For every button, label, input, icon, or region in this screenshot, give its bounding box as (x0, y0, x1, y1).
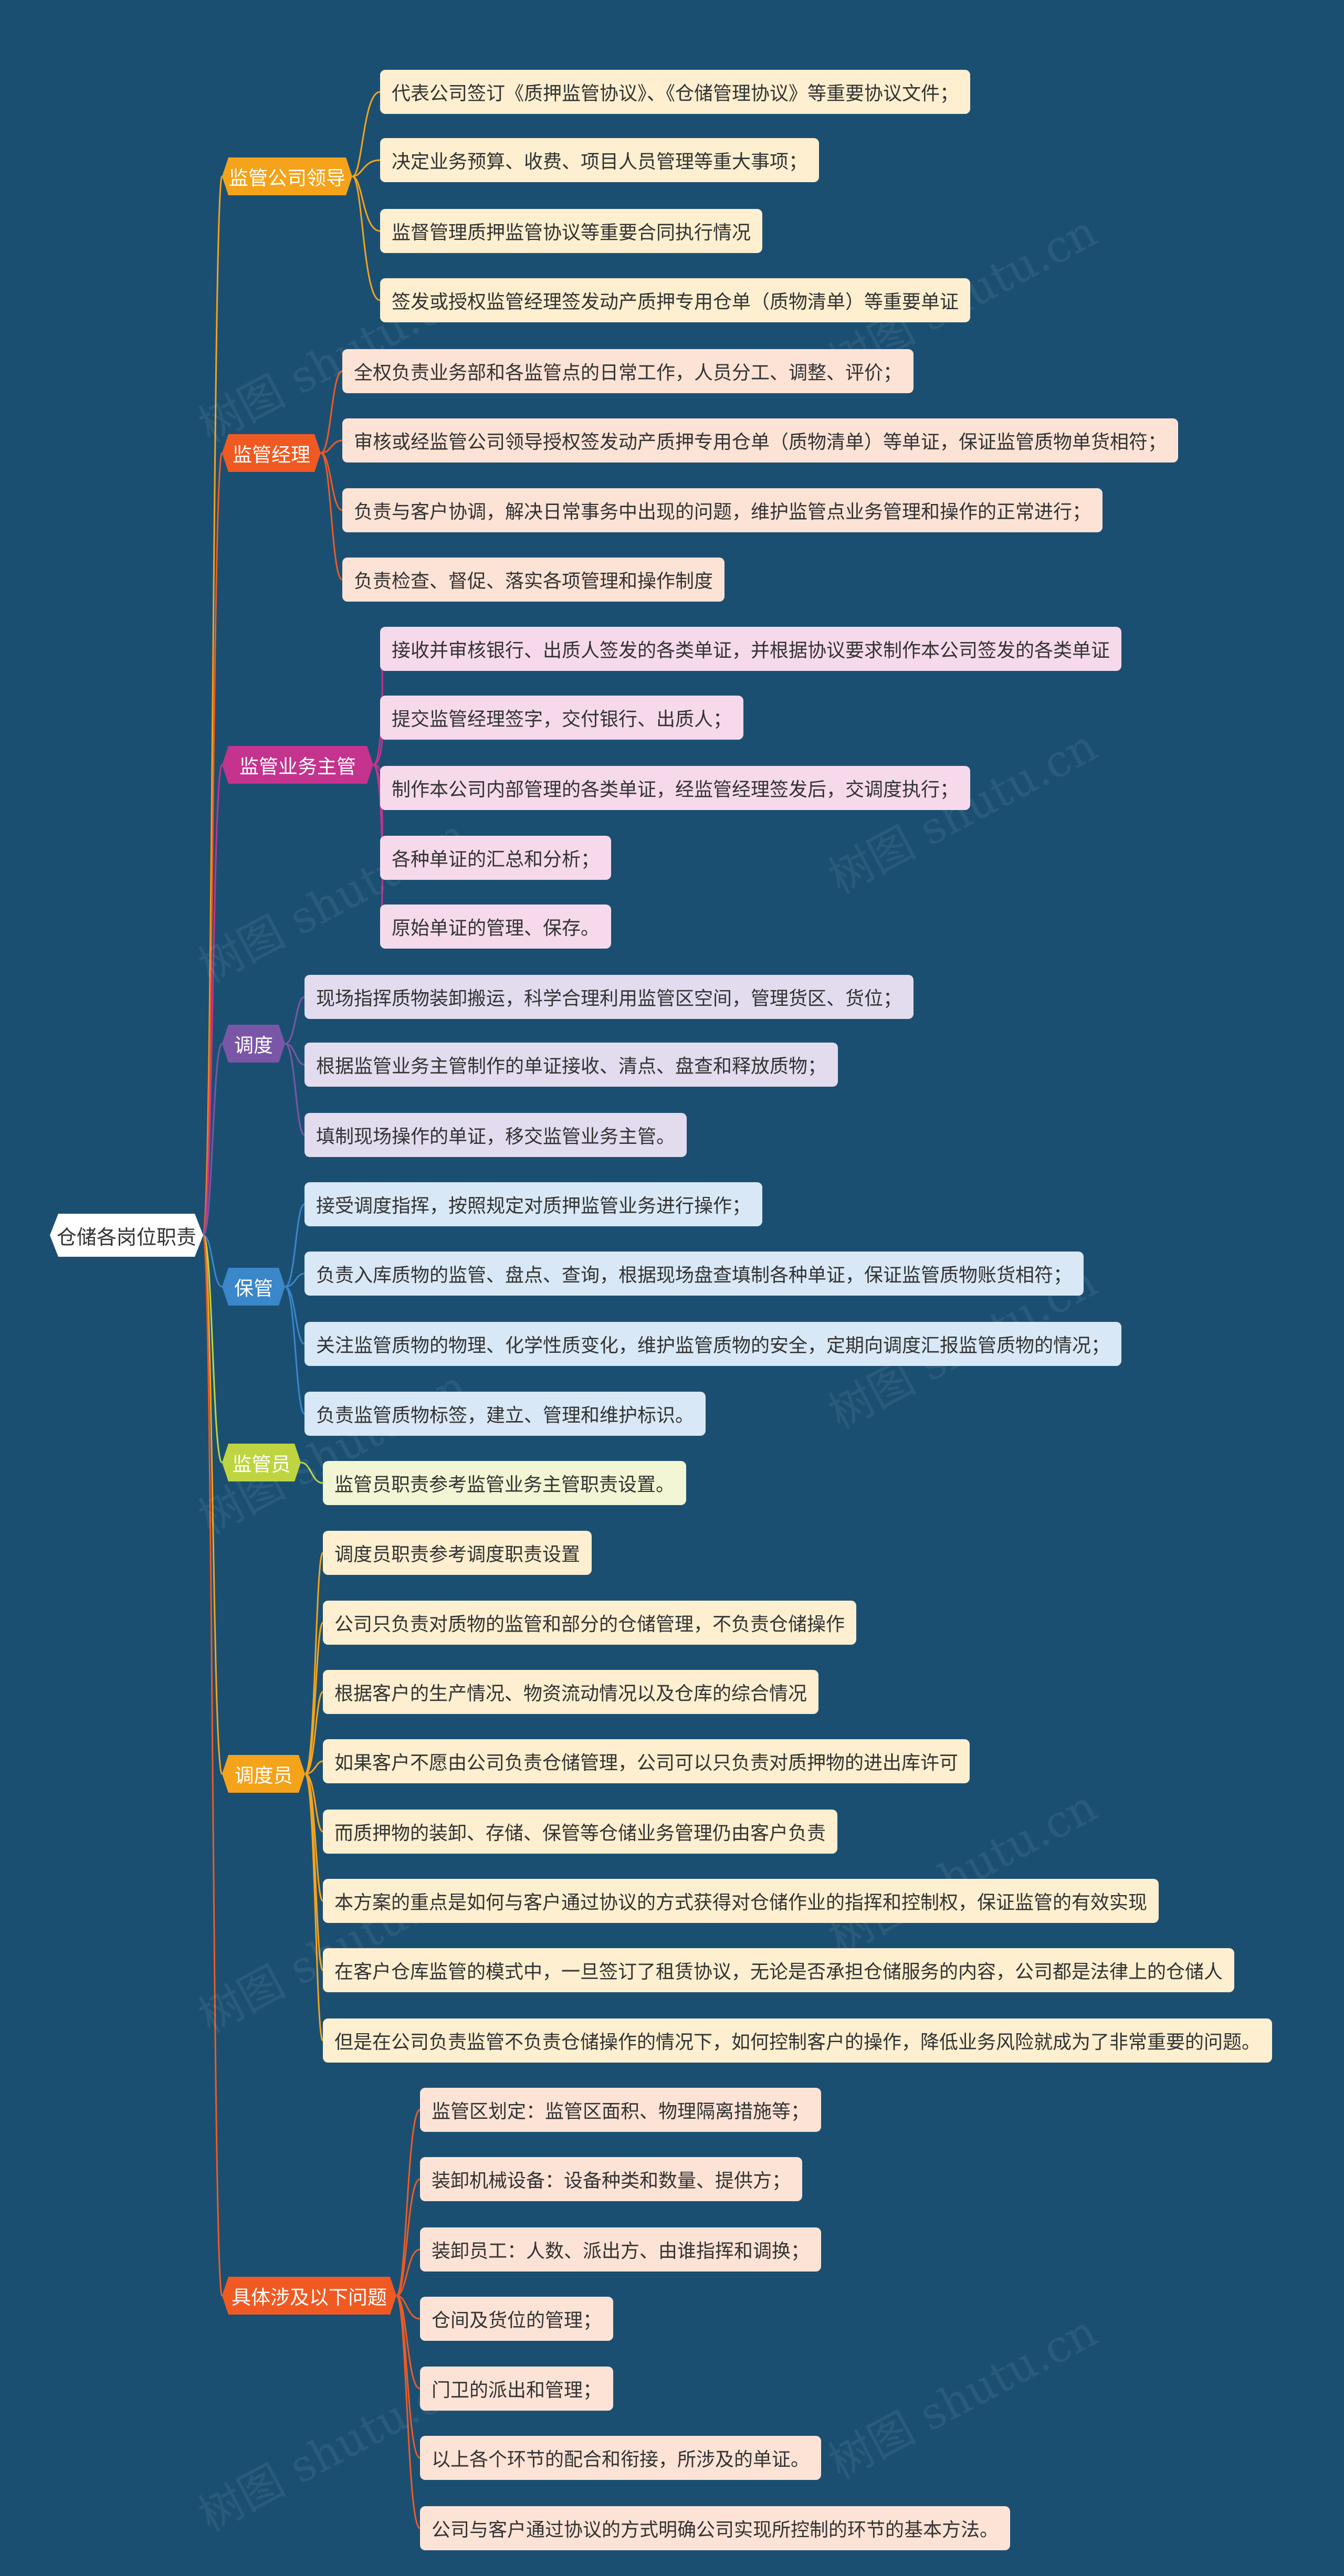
connector-line (352, 91, 381, 177)
connector-line (285, 1043, 305, 1066)
branch-node[interactable]: 监管员 (222, 1444, 301, 1481)
leaf-node[interactable]: 负责监管质物标签，建立、管理和维护标识。 (304, 1392, 706, 1436)
connector-line (300, 1462, 323, 1484)
leaf-node[interactable]: 监督管理质押监管协议等重要合同执行情况 (380, 209, 763, 253)
leaf-node[interactable]: 如果客户不愿由公司负责仓储管理，公司可以只负责对质押物的进出库许可 (323, 1739, 970, 1783)
connector-line (202, 1043, 223, 1236)
leaf-node[interactable]: 公司只负责对质物的监管和部分的仓储管理，不负责仓储操作 (323, 1601, 857, 1645)
leaf-node[interactable]: 监管区划定：监管区面积、物理隔离措施等； (420, 2088, 822, 2132)
connector-line (396, 2295, 421, 2320)
leaf-node[interactable]: 签发或授权监管经理签发动产质押专用仓单（质物清单）等重要单证 (380, 278, 971, 322)
leaf-node[interactable]: 决定业务预算、收费、项目人员管理等重大事项； (380, 138, 820, 182)
leaf-node[interactable]: 全权负责业务部和各监管点的日常工作，人员分工、调整、评价； (342, 349, 914, 393)
connector-line (352, 175, 381, 232)
connector-line (396, 2248, 421, 2297)
leaf-node[interactable]: 根据客户的生产情况、物资流动情况以及仓库的综合情况 (323, 1670, 819, 1714)
connector-line (285, 1286, 306, 1415)
connector-line (202, 764, 223, 1236)
leaf-node[interactable]: 负责检查、督促、落实各项管理和操作制度 (342, 558, 725, 602)
connector-line (202, 1234, 223, 1775)
connector-line (285, 1043, 305, 1136)
leaf-node[interactable]: 以上各个环节的配合和衔接，所涉及的单证。 (420, 2436, 822, 2480)
connector-line (202, 1234, 223, 1464)
connector-line (352, 175, 381, 301)
leaf-node[interactable]: 接受调度指挥，按照规定对质押监管业务进行操作； (304, 1182, 763, 1226)
leaf-node[interactable]: 各种单证的汇总和分析； (380, 836, 612, 880)
branch-node[interactable]: 监管业务主管 (222, 746, 373, 784)
connector-line (352, 159, 381, 177)
leaf-node[interactable]: 制作本公司内部管理的各类单证，经监管经理签发后，交调度执行； (380, 766, 971, 810)
connector-line (396, 2178, 421, 2297)
leaf-node[interactable]: 而质押物的装卸、存储、保管等仓储业务管理仍由客户负责 (323, 1810, 838, 1854)
branch-node[interactable]: 具体涉及以下问题 (222, 2277, 396, 2315)
root-node[interactable]: 仓储各岗位职责 (50, 1214, 203, 1257)
connector-line (304, 1691, 324, 1775)
connector-line (202, 1234, 223, 2297)
branch-node[interactable]: 监管经理 (222, 434, 321, 472)
connector-line (285, 996, 305, 1045)
leaf-node[interactable]: 负责入库质物的监管、盘点、查询，根据现场盘查填制各种单证，保证监管质物账货相符； (304, 1252, 1084, 1296)
branch-node[interactable]: 保管 (222, 1268, 285, 1306)
connector-line (202, 452, 223, 1236)
leaf-node[interactable]: 本方案的重点是如何与客户通过协议的方式获得对仓储作业的指挥和控制权，保证监管的有… (323, 1879, 1159, 1923)
connector-line (395, 2295, 421, 2529)
connector-line (320, 452, 343, 511)
connector-line (395, 2109, 421, 2297)
leaf-node[interactable]: 装卸员工：人数、派出方、由谁指挥和调换； (420, 2227, 822, 2272)
leaf-node[interactable]: 仓间及货位的管理； (420, 2297, 614, 2341)
connector-line (285, 1273, 305, 1288)
leaf-node[interactable]: 调度员职责参考调度职责设置 (323, 1531, 592, 1575)
branch-node[interactable]: 调度 (222, 1025, 285, 1063)
leaf-node[interactable]: 监管员职责参考监管业务主管职责设置。 (323, 1461, 687, 1505)
connector-line (396, 2295, 421, 2390)
connector-line (304, 1760, 323, 1775)
leaf-node[interactable]: 负责与客户协调，解决日常事务中出现的问题，维护监管点业务管理和操作的正常进行； (342, 488, 1103, 532)
leaf-node[interactable]: 关注监管质物的物理、化学性质变化，维护监管质物的安全，定期向调度汇报监管质物的情… (304, 1322, 1122, 1366)
connector-line (320, 452, 343, 581)
leaf-node[interactable]: 但是在公司负责监管不负责仓储操作的情况下，如何控制客户的操作，降低业务风险就成为… (323, 2018, 1273, 2063)
connector-line (304, 1773, 324, 2042)
connector-line (304, 1773, 323, 1833)
leaf-node[interactable]: 接收并审核银行、出质人签发的各类单证，并根据协议要求制作本公司签发的各类单证 (380, 627, 1122, 671)
leaf-node[interactable]: 审核或经监管公司领导授权签发动产质押专用仓单（质物清单）等单证，保证监管质物单货… (342, 418, 1179, 462)
connector-line (320, 439, 343, 454)
branch-node[interactable]: 调度员 (222, 1755, 305, 1793)
leaf-node[interactable]: 提交监管经理签字，交付银行、出质人； (380, 696, 744, 740)
leaf-node[interactable]: 填制现场操作的单证，移交监管业务主管。 (304, 1113, 687, 1157)
leaf-node[interactable]: 门卫的派出和管理； (420, 2367, 614, 2411)
leaf-node[interactable]: 根据监管业务主管制作的单证接收、清点、盘查和释放质物； (304, 1043, 838, 1087)
connector-line (203, 1234, 223, 1288)
leaf-node[interactable]: 公司与客户通过协议的方式明确公司实现所控制的环节的基本方法。 (420, 2506, 1011, 2550)
leaf-node[interactable]: 装卸机械设备：设备种类和数量、提供方； (420, 2157, 803, 2201)
leaf-node[interactable]: 在客户仓库监管的模式中，一旦签订了租赁协议，无论是否承担仓储服务的内容，公司都是… (323, 1948, 1235, 1992)
leaf-node[interactable]: 代表公司签订《质押监管协议》、《仓储管理协议》等重要协议文件； (380, 70, 971, 114)
branch-node[interactable]: 监管公司领导 (222, 157, 352, 195)
connector-line (285, 1286, 305, 1345)
connector-line (304, 1622, 324, 1775)
connector-line (320, 370, 343, 454)
leaf-node[interactable]: 原始单证的管理、保存。 (380, 905, 612, 949)
connector-line (285, 1203, 305, 1288)
leaf-node[interactable]: 现场指挥质物装卸搬运，科学合理利用监管区空间，管理货区、货位； (304, 975, 914, 1019)
